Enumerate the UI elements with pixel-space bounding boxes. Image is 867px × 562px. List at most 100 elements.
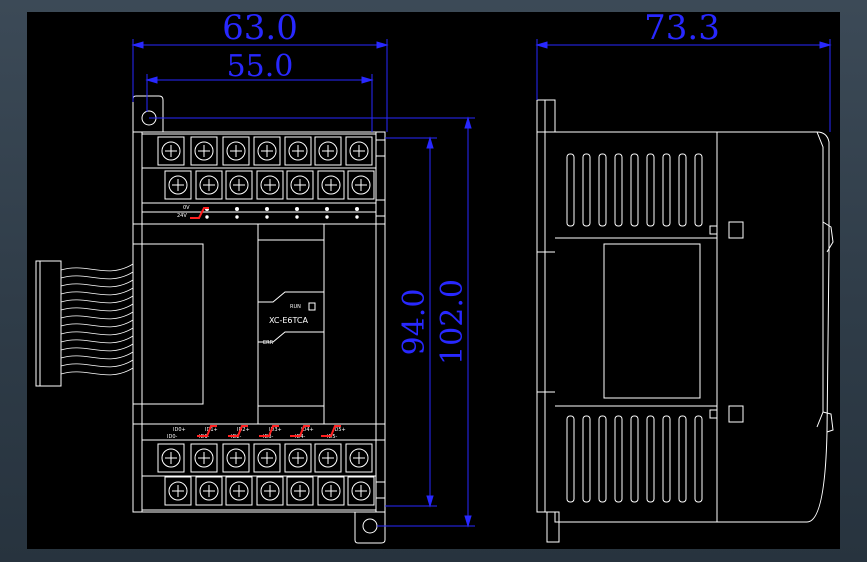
front-labels: XC-E6TCA RUN ERR 0V 24V ID0+ ID1+ ID2+ ID3+… [167, 205, 346, 440]
screw-terminal-icon [257, 448, 277, 468]
ribbon-wire [60, 287, 134, 296]
terminal-label-top: ID0+ [173, 427, 186, 433]
side-body-outline [536, 99, 830, 523]
red-mark [190, 207, 209, 219]
terminal-dot [355, 215, 359, 219]
vent-slot [598, 153, 607, 227]
vent-slot [582, 153, 591, 227]
screw-terminal-icon [260, 175, 280, 195]
ribbon-wire [60, 359, 134, 368]
ribbon-wire [60, 327, 134, 336]
display-window [257, 239, 325, 407]
screw-terminal-icon [288, 141, 308, 161]
ribbon-wire [60, 351, 134, 360]
screw-terminal-icon [349, 448, 369, 468]
red-mark [259, 425, 279, 437]
vent-slot [662, 415, 671, 503]
model-label: XC-E6TCA [269, 316, 309, 325]
terminal-label-top: ID1+ [205, 427, 218, 433]
ribbon-wire [60, 319, 134, 328]
ribbon-wire [60, 343, 134, 352]
ribbon-wire [60, 271, 134, 280]
din-clip-bottom [546, 511, 560, 543]
din-clip-top [536, 99, 556, 133]
screw-terminal-icon [321, 175, 341, 195]
ribbon-wire [60, 335, 134, 344]
ribbon-wire [60, 263, 134, 272]
ribbon-wire [60, 303, 134, 312]
screw-terminal-icon [321, 481, 341, 501]
cad-drawing: XC-E6TCA RUN ERR 0V 24V ID0+ ID1+ ID2+ ID3+… [35, 12, 834, 544]
red-mark [290, 425, 310, 437]
screw-terminal-icon [349, 141, 369, 161]
terminal-dot [265, 215, 269, 219]
screw-terminal-icon [290, 481, 310, 501]
power-0v-label: 0V [183, 205, 190, 211]
vent-slot [678, 415, 687, 503]
terminal-dot [265, 207, 269, 211]
terminal-dot [235, 207, 239, 211]
screw-terminal-icon [288, 448, 308, 468]
terminal-label-top: ID3+ [269, 427, 282, 433]
screw-terminal-icon [168, 175, 188, 195]
left-cover [132, 243, 204, 405]
highlight-marks [190, 207, 341, 437]
screw-terminal-icon [290, 175, 310, 195]
terminal-label-top: ID4+ [301, 427, 314, 433]
ribbon-wire [60, 367, 134, 376]
vent-slot [646, 153, 655, 227]
terminal-label-bottom: ID0- [167, 434, 178, 440]
vent-slot [614, 153, 623, 227]
vent-slot [662, 153, 671, 227]
dim-height-overall: 102.0 [435, 279, 470, 365]
dimension-lines [131, 39, 832, 528]
vent-slot [646, 415, 655, 503]
front-view [35, 95, 386, 544]
screw-terminal-icon [351, 481, 371, 501]
bottom-terminal-block [141, 423, 377, 511]
screw-terminal-icon [161, 141, 181, 161]
terminal-label-top: ID2+ [237, 427, 250, 433]
terminal-dot [235, 215, 239, 219]
dim-height-inner: 94.0 [397, 289, 432, 356]
dim-depth: 73.3 [644, 12, 720, 48]
terminal-dot [355, 207, 359, 211]
terminal-dot [205, 215, 209, 219]
vent-slot [566, 153, 575, 227]
side-view [536, 99, 834, 543]
screw-terminal-icon [194, 448, 214, 468]
run-label: RUN [290, 304, 301, 310]
cad-viewport[interactable]: XC-E6TCA RUN ERR 0V 24V ID0+ ID1+ ID2+ ID3+… [27, 12, 840, 549]
screw-terminal-icon [318, 448, 338, 468]
mounting-ear-bottom [354, 512, 386, 544]
vent-slot [582, 415, 591, 503]
ribbon-wire [60, 295, 134, 304]
screw-terminal-icon [194, 141, 214, 161]
err-label: ERR [263, 340, 274, 346]
terminal-label-bottom: ID5- [327, 434, 338, 440]
ribbon-connector [35, 260, 62, 387]
screw-terminal-icon [257, 141, 277, 161]
screw-terminal-icon [229, 481, 249, 501]
screw-terminal-icon [199, 481, 219, 501]
power-24v-label: 24V [177, 213, 187, 219]
mounting-ear-top [132, 95, 164, 132]
screw-terminal-icon [318, 141, 338, 161]
terminal-label-top: ID5+ [333, 427, 346, 433]
vent-slot [614, 415, 623, 503]
vent-slot [598, 415, 607, 503]
vent-slot [630, 153, 639, 227]
screw-terminal-icon [351, 175, 371, 195]
screw-terminal-icon [226, 141, 246, 161]
terminal-dot [325, 215, 329, 219]
vent-slot [694, 415, 703, 503]
dimension-labels: 63.0 55.0 73.3 94.0 102.0 [222, 12, 720, 365]
red-mark [321, 425, 341, 437]
screw-terminal-icon [229, 175, 249, 195]
screw-terminal-icon [168, 481, 188, 501]
red-mark [228, 425, 248, 437]
vent-slot [678, 153, 687, 227]
vent-slot [694, 153, 703, 227]
terminal-dot [295, 215, 299, 219]
